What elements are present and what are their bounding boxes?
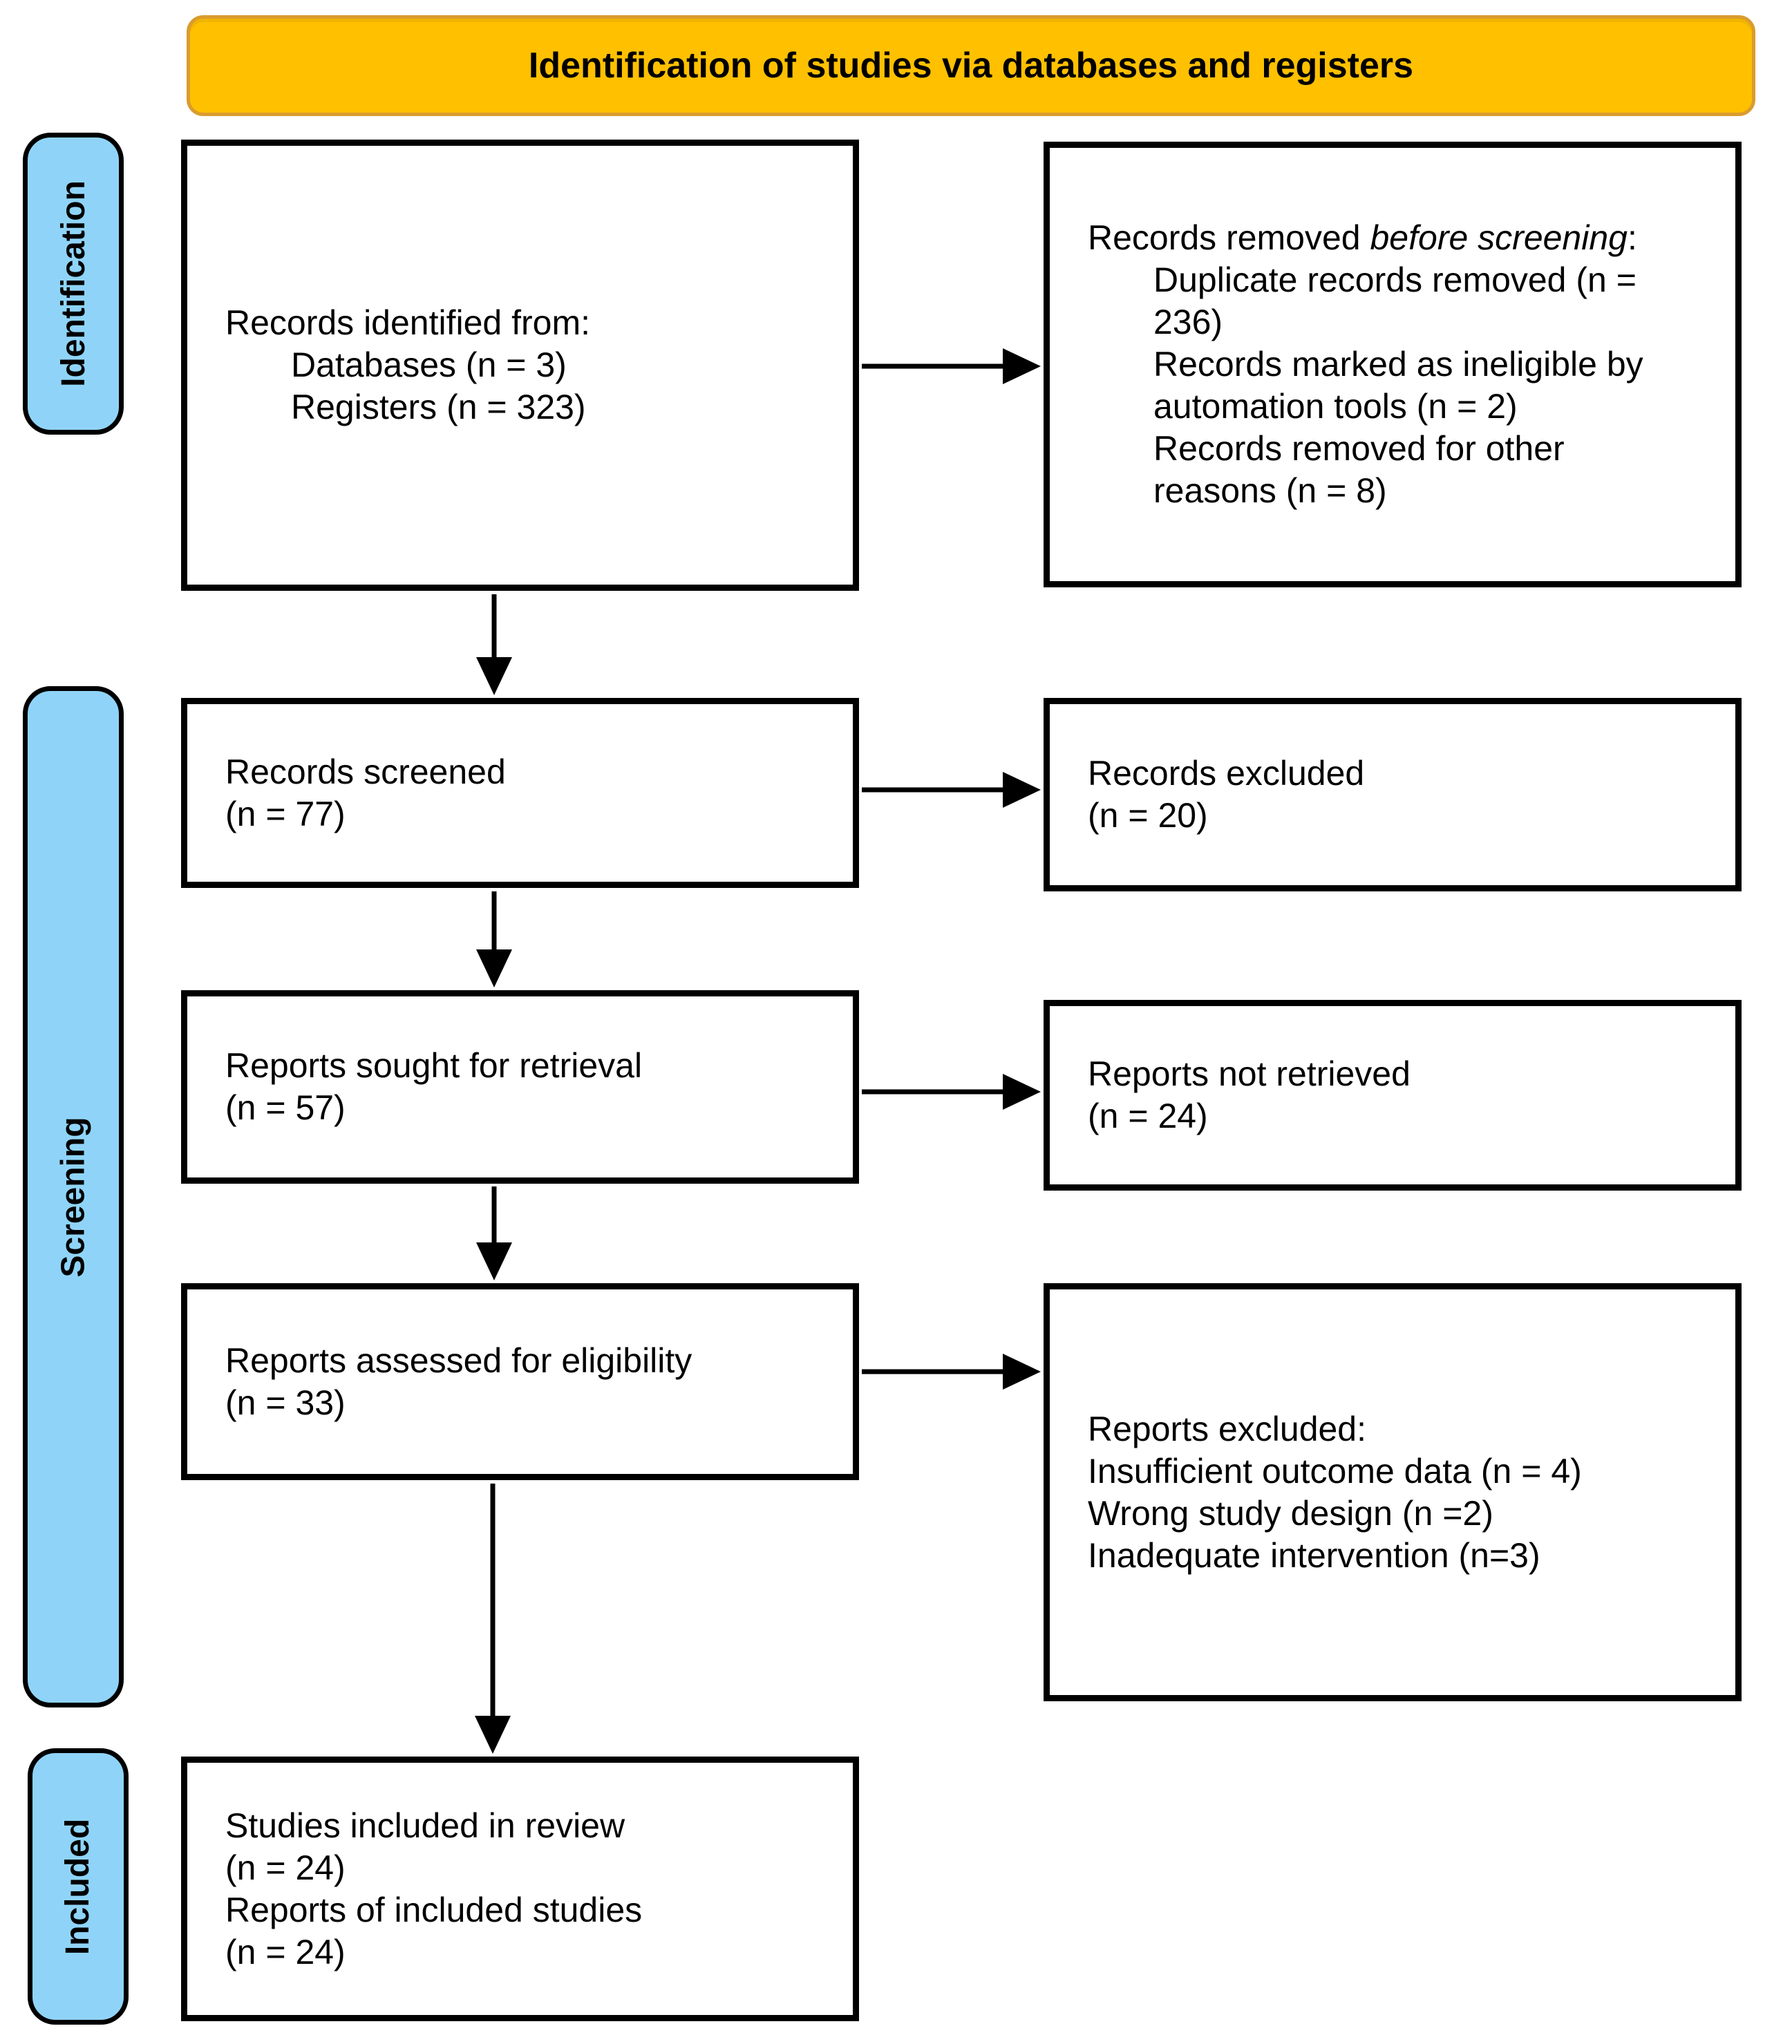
box-reports-assessed: Reports assessed for eligibility (n = 33… xyxy=(181,1283,859,1480)
title-text: Identification of studies via databases … xyxy=(528,46,1414,86)
box-line: Studies included in review xyxy=(225,1806,625,1845)
box-line: Reports of included studies xyxy=(225,1890,643,1929)
heading-suffix: : xyxy=(1627,218,1637,257)
box-count: (n = 33) xyxy=(225,1383,346,1422)
box-line: Records screened xyxy=(225,752,506,791)
box-item: Inadequate intervention (n=3) xyxy=(1088,1535,1540,1575)
stage-label-screening: Screening xyxy=(23,686,124,1707)
box-count: (n = 24) xyxy=(1088,1097,1208,1135)
heading-italic: before screening xyxy=(1370,218,1628,257)
box-count: (n = 77) xyxy=(225,794,346,833)
box-reports-excluded: Reports excluded: Insufficient outcome d… xyxy=(1044,1283,1742,1701)
box-count: (n = 57) xyxy=(225,1088,346,1127)
box-heading: Records removed before screening: xyxy=(1088,217,1652,259)
box-item: Records marked as ineligible by automati… xyxy=(1153,345,1643,426)
box-line: Reports sought for retrieval xyxy=(225,1046,643,1085)
box-heading: Records identified from: xyxy=(225,303,591,342)
box-line: Records excluded xyxy=(1088,754,1365,793)
box-records-removed: Records removed before screening: Duplic… xyxy=(1044,142,1742,587)
box-count: (n = 20) xyxy=(1088,796,1208,835)
arrow-screened-to-sought-icon xyxy=(476,891,512,987)
box-item: Wrong study design (n =2) xyxy=(1088,1493,1493,1533)
stage-label-text: Included xyxy=(59,1818,97,1955)
arrow-screened-to-excluded-icon xyxy=(862,772,1041,808)
heading-prefix: Records removed xyxy=(1088,218,1370,257)
box-line: Reports assessed for eligibility xyxy=(225,1341,692,1380)
arrow-assessed-to-included-icon xyxy=(475,1484,511,1754)
stage-label-text: Screening xyxy=(55,1116,92,1278)
box-item: Records removed for other reasons (n = 8… xyxy=(1153,429,1565,510)
arrow-identified-to-screened-icon xyxy=(476,594,512,695)
box-studies-included: Studies included in review (n = 24) Repo… xyxy=(181,1757,859,2021)
box-count: (n = 24) xyxy=(225,1932,346,1971)
box-reports-not-retrieved: Reports not retrieved (n = 24) xyxy=(1044,1000,1742,1191)
box-item: Duplicate records removed (n = 236) xyxy=(1153,261,1637,341)
arrow-sought-to-assessed-icon xyxy=(476,1186,512,1280)
box-records-identified: Records identified from: Databases (n = … xyxy=(181,140,859,591)
stage-label-identification: Identification xyxy=(23,133,124,435)
box-item: Insufficient outcome data (n = 4) xyxy=(1088,1451,1582,1491)
arrow-identified-to-removed-icon xyxy=(862,348,1041,384)
box-heading: Reports excluded: xyxy=(1088,1409,1367,1448)
box-line: Reports not retrieved xyxy=(1088,1054,1411,1093)
box-item: Databases (n = 3) xyxy=(291,346,567,384)
box-records-screened: Records screened (n = 77) xyxy=(181,698,859,888)
title-banner: Identification of studies via databases … xyxy=(187,15,1755,116)
box-item: Registers (n = 323) xyxy=(291,388,586,426)
box-reports-sought: Reports sought for retrieval (n = 57) xyxy=(181,990,859,1184)
arrow-assessed-to-excluded-icon xyxy=(862,1354,1041,1390)
stage-label-included: Included xyxy=(28,1748,129,2025)
box-count: (n = 24) xyxy=(225,1848,346,1887)
stage-label-text: Identification xyxy=(55,180,92,387)
arrow-sought-to-not-retrieved-icon xyxy=(862,1074,1041,1110)
box-records-excluded: Records excluded (n = 20) xyxy=(1044,698,1742,891)
